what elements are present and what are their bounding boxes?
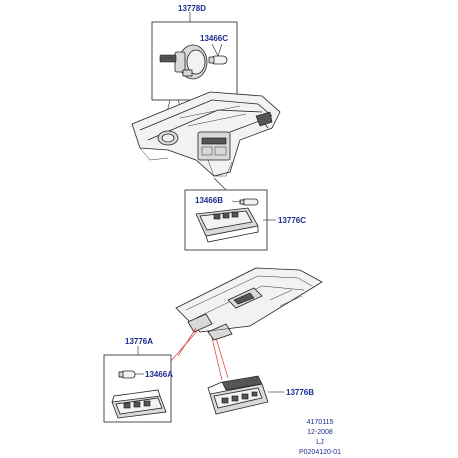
callout-13466b: 13466B xyxy=(195,196,223,205)
lamp-unit-13776b-illustration xyxy=(207,375,269,415)
drawing-reference-block: 4170115 12-2008 LJ P0204120-01 xyxy=(299,419,341,456)
reference-drawing-id: P0204120-01 xyxy=(299,449,341,456)
dashboard-illustration xyxy=(131,91,281,177)
bulb-13466c-illustration xyxy=(208,55,228,65)
callout-13776a: 13776A xyxy=(125,337,153,346)
detail-box-top xyxy=(151,12,238,101)
reference-date: 12-2008 xyxy=(307,429,333,436)
callout-13776b: 13776B xyxy=(286,388,314,397)
callout-13466a: 13466A xyxy=(145,370,173,379)
reference-number: 4170115 xyxy=(307,419,334,426)
overhead-console-13776a-illustration xyxy=(111,389,167,419)
bulb-13466b-illustration xyxy=(239,198,259,206)
headliner-illustration xyxy=(175,267,323,341)
callout-13778d: 13778D xyxy=(178,4,206,13)
lamp-module-13776c-illustration xyxy=(195,207,259,243)
bulb-13466a-illustration xyxy=(118,370,136,379)
callout-13466c: 13466C xyxy=(200,34,228,43)
reference-model-code: LJ xyxy=(316,439,323,446)
lamp-housing-illustration xyxy=(159,44,208,80)
detail-box-lower-left xyxy=(103,346,172,423)
detail-box-middle xyxy=(184,189,276,251)
callout-13776c: 13776C xyxy=(278,216,306,225)
